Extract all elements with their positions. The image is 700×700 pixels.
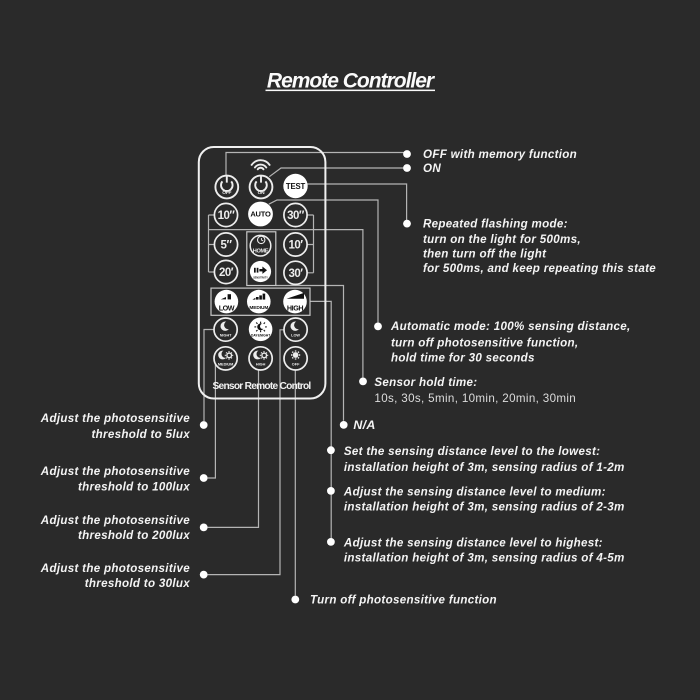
svg-text:5″: 5″: [221, 240, 233, 252]
svg-text:Adjust the photosensitive: Adjust the photosensitive: [40, 412, 190, 425]
svg-text:then turn off the light: then turn off the light: [423, 247, 547, 260]
svg-text:Adjust the photosensitive: Adjust the photosensitive: [40, 562, 190, 575]
svg-text:installation height of 3m, sen: installation height of 3m, sensing radiu…: [344, 552, 625, 565]
svg-text:Automatic mode: 100% sensing d: Automatic mode: 100% sensing distance,: [390, 320, 630, 333]
svg-text:installation height of 3m, sen: installation height of 3m, sensing radiu…: [344, 461, 625, 474]
svg-text:Repeated flashing mode:: Repeated flashing mode:: [423, 217, 568, 230]
svg-text:NIGHT: NIGHT: [220, 334, 232, 338]
svg-text:ON: ON: [258, 190, 266, 196]
svg-text:installation height of 3m, sen: installation height of 3m, sensing radiu…: [344, 501, 625, 514]
svg-text:threshold to 100lux: threshold to 100lux: [78, 480, 190, 493]
svg-text:Adjust the photosensitive: Adjust the photosensitive: [40, 514, 190, 527]
svg-text:10′: 10′: [288, 240, 303, 252]
svg-text:LOW: LOW: [291, 334, 300, 338]
svg-text:HIGH: HIGH: [287, 303, 303, 312]
svg-text:10s, 30s, 5min, 10min, 20min,: 10s, 30s, 5min, 10min, 20min, 30min: [374, 392, 576, 405]
svg-text:LOW: LOW: [219, 303, 235, 312]
svg-text:OFF with memory function: OFF with memory function: [423, 148, 577, 161]
svg-text:N/A: N/A: [353, 418, 375, 432]
svg-text:Adjust the sensing distance le: Adjust the sensing distance level to med…: [343, 485, 606, 498]
svg-text:Sensor Remote Control: Sensor Remote Control: [212, 381, 311, 392]
svg-text:MEDIUM: MEDIUM: [218, 362, 233, 366]
svg-text:turn on the light for 500ms,: turn on the light for 500ms,: [423, 233, 581, 246]
svg-text:turn off photosensitive functi: turn off photosensitive function,: [391, 337, 578, 350]
svg-text:30″: 30″: [287, 210, 305, 222]
svg-text:Remote Controller: Remote Controller: [267, 70, 436, 93]
svg-text:threshold to 200lux: threshold to 200lux: [78, 529, 190, 542]
svg-text:SENSITIVITY: SENSITIVITY: [253, 276, 268, 279]
svg-text:20′: 20′: [219, 267, 234, 279]
svg-text:TEST: TEST: [286, 182, 306, 191]
svg-text:for 500ms, and keep repeating: for 500ms, and keep repeating this state: [423, 262, 656, 275]
svg-text:AUTO: AUTO: [250, 210, 271, 219]
svg-text:threshold to 30lux: threshold to 30lux: [85, 577, 191, 590]
svg-text:DAY&NIGHT: DAY&NIGHT: [251, 333, 270, 337]
svg-text:HIGH: HIGH: [256, 362, 266, 366]
svg-text:hold time for 30 seconds: hold time for 30 seconds: [391, 351, 535, 364]
svg-text:Turn off photosensitive functi: Turn off photosensitive function: [310, 594, 497, 607]
svg-text:MEDIUM: MEDIUM: [249, 305, 268, 311]
svg-text:Sensor hold time:: Sensor hold time:: [374, 376, 477, 389]
svg-text:30′: 30′: [288, 268, 303, 280]
svg-text:Adjust the photosensitive: Adjust the photosensitive: [40, 465, 190, 478]
svg-text:HOME: HOME: [253, 249, 269, 255]
svg-text:threshold to 5lux: threshold to 5lux: [91, 428, 190, 441]
svg-text:Set the sensing distance level: Set the sensing distance level to the lo…: [344, 445, 600, 458]
svg-text:Adjust the sensing distance le: Adjust the sensing distance level to hig…: [343, 536, 603, 549]
svg-text:OFF: OFF: [292, 362, 300, 366]
svg-text:OFF: OFF: [222, 190, 231, 196]
svg-text:ON: ON: [423, 162, 441, 175]
svg-text:10″: 10″: [218, 210, 236, 222]
